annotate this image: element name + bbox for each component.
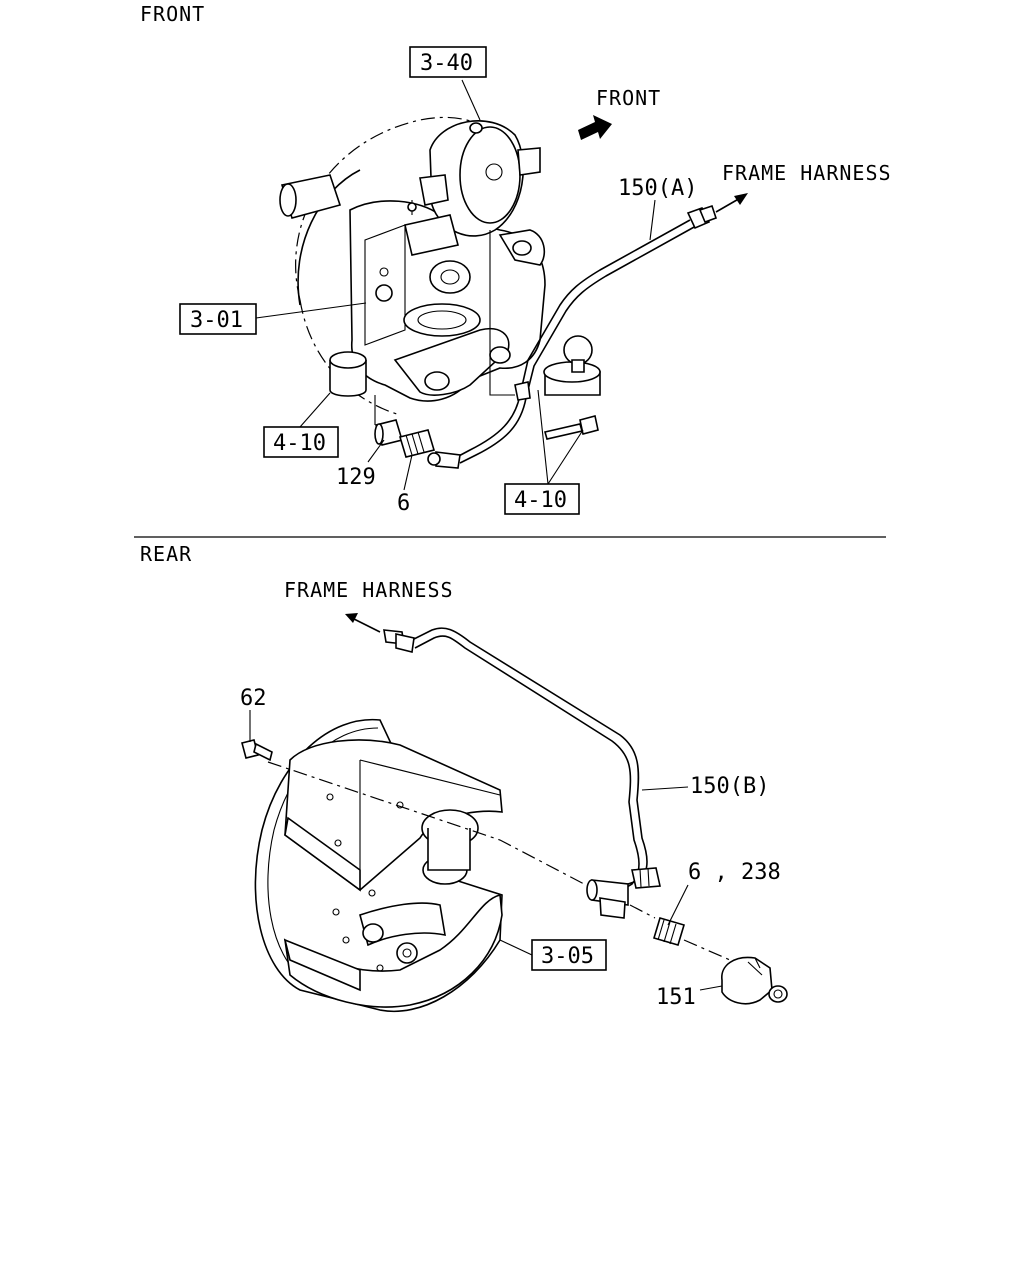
part-150b: 150(B) xyxy=(690,774,769,799)
front-direction-arrow xyxy=(578,115,612,140)
front-harness-150a xyxy=(427,204,718,469)
ref-box-3-05 xyxy=(531,939,607,971)
front-sensor-6 xyxy=(398,429,436,458)
rear-frame-harness-arrow-line xyxy=(353,618,381,633)
front-frame-harness-arrowhead xyxy=(734,193,748,205)
rear-brake-assembly xyxy=(254,718,587,1013)
rear-harness-150b xyxy=(383,627,661,919)
part-62: 62 xyxy=(240,686,267,711)
rear-bolt-62 xyxy=(241,739,273,762)
front-steering-knuckle xyxy=(349,200,546,402)
front-brake-backing-plate xyxy=(279,116,511,416)
front-leader-lines xyxy=(255,79,656,491)
part-151: 151 xyxy=(656,985,696,1010)
ref-3-01: 3-01 xyxy=(190,308,243,333)
rear-leader-lines xyxy=(249,710,723,991)
section-title-rear: REAR xyxy=(140,542,192,566)
rear-bracket-151 xyxy=(721,956,788,1005)
front-sensor-sleeve-129 xyxy=(374,419,404,446)
part-150a: 150(A) xyxy=(618,176,697,201)
section-title-front: FRONT xyxy=(140,2,205,26)
front-bushing xyxy=(329,351,367,397)
part-6-238: 6 , 238 xyxy=(688,860,781,885)
front-frame-harness-label: FRAME HARNESS xyxy=(722,161,892,185)
ref-box-3-01 xyxy=(179,303,257,335)
front-ball-stud xyxy=(543,335,601,396)
front-direction-label: FRONT xyxy=(596,86,661,110)
part-6-front: 6 xyxy=(397,491,410,516)
ref-box-3-40 xyxy=(409,46,487,78)
ref-box-4-10-right xyxy=(504,483,580,515)
ref-4-10-right: 4-10 xyxy=(514,488,567,513)
front-brake-chamber xyxy=(404,120,541,256)
ref-3-40: 3-40 xyxy=(420,51,473,76)
front-bolt xyxy=(543,415,599,440)
rear-frame-harness-label: FRAME HARNESS xyxy=(284,578,454,602)
ref-box-4-10-left xyxy=(263,426,339,458)
ref-4-10-left: 4-10 xyxy=(273,431,326,456)
ref-3-05: 3-05 xyxy=(541,944,594,969)
rear-frame-harness-arrowhead xyxy=(345,613,358,623)
rear-sensor-sleeve xyxy=(629,904,731,961)
part-129: 129 xyxy=(336,465,376,490)
